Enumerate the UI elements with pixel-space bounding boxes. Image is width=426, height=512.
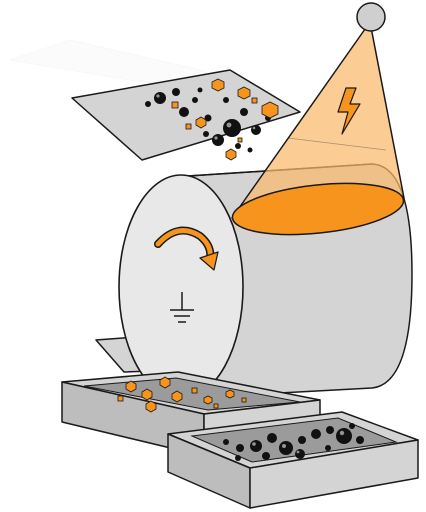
sphere-electrode-icon: [357, 3, 385, 31]
drum-face: [119, 175, 243, 399]
